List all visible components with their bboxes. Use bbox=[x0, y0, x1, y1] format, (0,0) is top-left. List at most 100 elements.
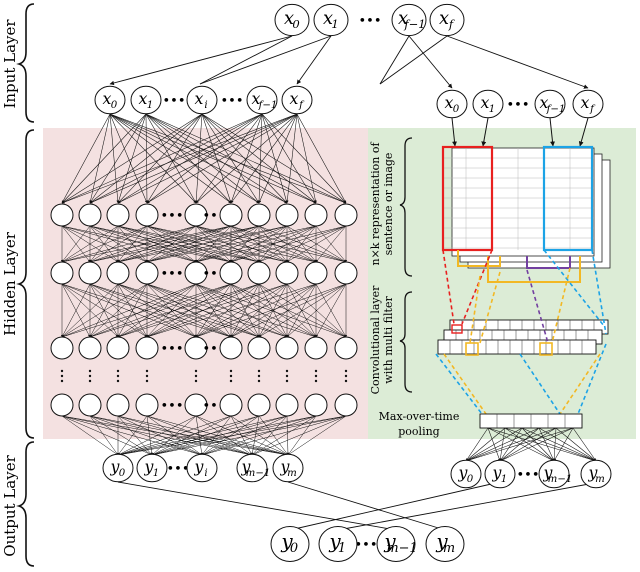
top-input-node: xf−1 bbox=[391, 3, 427, 37]
edge bbox=[230, 225, 347, 263]
edge bbox=[61, 113, 263, 204]
edge bbox=[195, 283, 232, 338]
hidden-neuron bbox=[247, 261, 271, 285]
bottom-output-node-sub: 0 bbox=[290, 541, 298, 556]
edge bbox=[572, 427, 597, 462]
edge bbox=[287, 481, 446, 531]
edge bbox=[151, 415, 260, 456]
edge bbox=[553, 427, 574, 462]
ellipsis-dots: ••• bbox=[162, 94, 185, 109]
right-input-node-var: x bbox=[540, 93, 549, 112]
filter-projection bbox=[435, 353, 483, 415]
edge bbox=[201, 415, 260, 456]
right-output-node-sub: m−1 bbox=[548, 474, 573, 485]
bottom-output-node-sub: 1 bbox=[338, 541, 346, 556]
hidden-neuron bbox=[247, 336, 271, 360]
edge bbox=[549, 117, 556, 147]
hidden-neuron bbox=[106, 261, 130, 285]
filter-projection bbox=[519, 353, 561, 415]
bottom-output-node-sub: m bbox=[443, 541, 455, 556]
edge bbox=[117, 225, 288, 263]
filter-projection bbox=[469, 275, 481, 344]
input-layer-label: Input Layer bbox=[1, 19, 19, 109]
edge bbox=[117, 415, 203, 456]
edge bbox=[258, 283, 288, 338]
left-output-node-var: y bbox=[110, 457, 121, 476]
ellipsis-dots: ••• bbox=[516, 468, 539, 483]
bottom-output-node: y1 bbox=[318, 526, 358, 562]
edge bbox=[117, 415, 288, 456]
right-output-node-var: y bbox=[588, 463, 599, 482]
edge bbox=[201, 113, 317, 204]
vertical-dot bbox=[194, 369, 198, 373]
edge bbox=[109, 113, 197, 204]
edge bbox=[61, 283, 197, 338]
left-output-node: ym bbox=[272, 453, 304, 483]
filter-projection bbox=[461, 249, 493, 325]
output-layer-brace bbox=[16, 441, 35, 567]
edge bbox=[146, 113, 298, 204]
ellipsis-dots: ••• bbox=[166, 462, 189, 477]
edge bbox=[521, 427, 597, 462]
edge bbox=[145, 113, 260, 204]
left-input-node-var: x bbox=[252, 89, 261, 108]
hidden-neuron bbox=[50, 203, 74, 227]
hidden-neuron bbox=[219, 203, 243, 227]
edge bbox=[61, 113, 203, 204]
edge bbox=[578, 117, 589, 147]
hidden-neuron bbox=[247, 203, 271, 227]
bottom-output-node: ym bbox=[425, 526, 465, 562]
hidden-ellipsis: ••• bbox=[160, 209, 183, 224]
hidden-neuron bbox=[135, 203, 159, 227]
rep-label-line1: n×k representation of bbox=[369, 142, 382, 266]
edge bbox=[61, 225, 91, 263]
edge bbox=[117, 283, 197, 338]
edge bbox=[146, 415, 253, 456]
edge bbox=[109, 113, 260, 204]
edge bbox=[230, 283, 288, 338]
edge bbox=[146, 113, 263, 204]
hidden-neuron bbox=[50, 336, 74, 360]
right-input-node: xf−1 bbox=[534, 89, 566, 119]
vertical-dot bbox=[314, 379, 318, 383]
edge bbox=[89, 225, 260, 263]
vertical-dot bbox=[116, 374, 120, 378]
edge bbox=[258, 225, 347, 263]
edge bbox=[230, 283, 317, 338]
top-input-node-var: x bbox=[439, 8, 449, 29]
edge bbox=[61, 283, 148, 338]
hidden-neuron bbox=[106, 336, 130, 360]
edge bbox=[89, 415, 119, 456]
hidden-neuron bbox=[184, 393, 208, 417]
edge bbox=[117, 113, 298, 204]
edge bbox=[555, 427, 597, 462]
edge bbox=[89, 113, 147, 204]
bottom-output-node-var: y bbox=[435, 529, 448, 553]
edge bbox=[109, 113, 347, 204]
edge bbox=[258, 283, 317, 338]
vertical-dot bbox=[88, 369, 92, 373]
conv-feature-map bbox=[437, 339, 597, 355]
edge bbox=[199, 35, 293, 85]
edge bbox=[61, 225, 148, 263]
edge bbox=[109, 113, 148, 204]
matrix-layer-1 bbox=[451, 147, 595, 257]
edge bbox=[230, 225, 317, 263]
edge bbox=[117, 481, 397, 531]
left-input-node: xf−1 bbox=[246, 85, 278, 115]
hidden-neuron bbox=[275, 393, 299, 417]
edge bbox=[117, 415, 197, 456]
edge bbox=[195, 225, 288, 263]
hidden-neuron bbox=[78, 203, 102, 227]
filter-projection bbox=[442, 249, 455, 325]
left-output-node-var: y bbox=[194, 457, 205, 476]
edge bbox=[195, 415, 289, 456]
vertical-dot bbox=[88, 374, 92, 378]
vertical-dot bbox=[285, 374, 289, 378]
filter-projection bbox=[577, 343, 607, 415]
